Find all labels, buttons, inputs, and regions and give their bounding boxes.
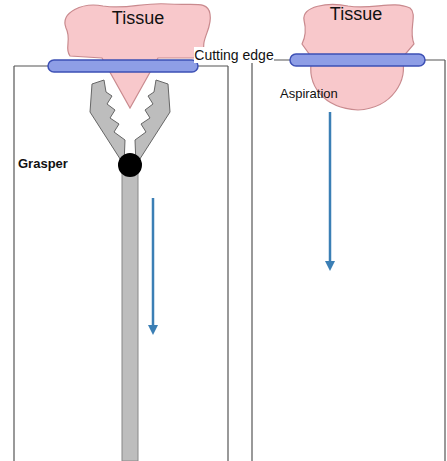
tissue-outline xyxy=(65,4,210,108)
cutting-edge-label: Cutting edge xyxy=(194,47,273,63)
action-label: Aspiration xyxy=(280,86,338,101)
right-tube xyxy=(252,60,445,461)
grasper-jaw xyxy=(90,80,125,165)
grasper-hinge xyxy=(118,153,142,177)
grasper-rod xyxy=(122,165,138,461)
pull-arrow xyxy=(152,198,155,330)
left-tube xyxy=(14,66,228,461)
grasper-jaw xyxy=(135,80,170,165)
aspiration-arrow xyxy=(329,112,332,266)
part-label: Grasper xyxy=(18,156,68,171)
tissue-label: Tissue xyxy=(112,8,164,29)
tissue-label: Tissue xyxy=(330,4,382,25)
